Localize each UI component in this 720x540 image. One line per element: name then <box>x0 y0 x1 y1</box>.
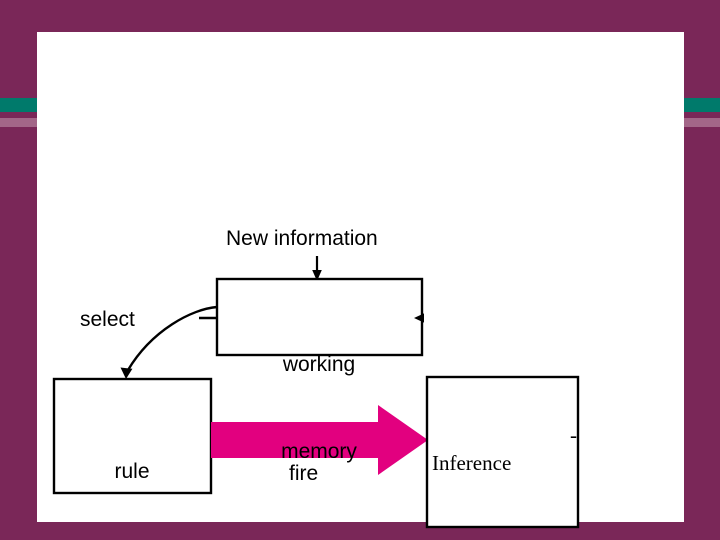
working-memory-line-2: memory <box>281 439 357 463</box>
node-inference-engine-body: executes actions <box>432 458 532 540</box>
node-inference-engine-title: Inference engine <box>432 391 511 540</box>
rule-memory-line-1: rule <box>114 459 150 483</box>
inference-engine-dash: - <box>570 423 577 447</box>
inference-engine-line-2: engine <box>432 536 511 540</box>
label-select: select <box>80 308 135 331</box>
working-memory-line-1: working <box>282 352 356 376</box>
node-inference-engine-box <box>425 375 580 529</box>
arrowhead-wm-right <box>414 313 424 323</box>
node-rule-memory-label: rule memory <box>53 400 211 540</box>
arrow-new-information <box>312 256 322 281</box>
label-fire: fire <box>289 462 319 485</box>
node-working-memory-label: working memory <box>216 293 422 525</box>
label-new-information: New information <box>226 227 378 250</box>
node-rule-memory-box <box>52 377 213 495</box>
inference-engine-line-1: Inference <box>432 450 512 475</box>
arrow-select-curve <box>120 305 218 379</box>
arrow-fire-magenta <box>211 405 428 475</box>
